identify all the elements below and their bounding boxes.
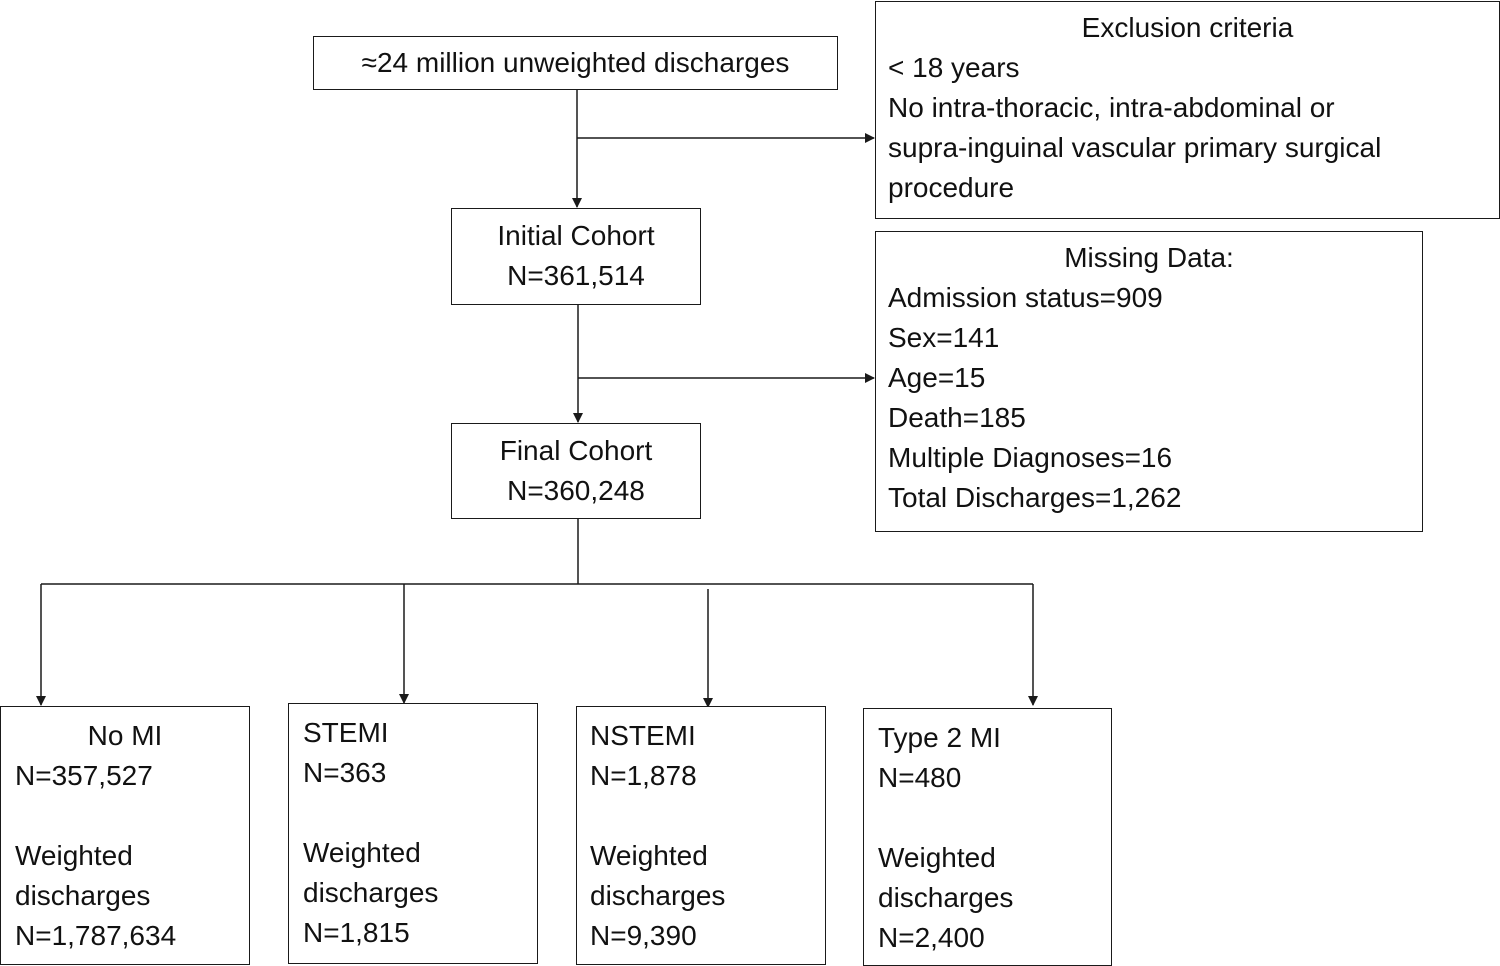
stemi-weighted-label: Weighted xyxy=(303,837,421,868)
top-discharges-label: ≈24 million unweighted discharges xyxy=(361,47,790,78)
exclusion-line: < 18 years xyxy=(888,52,1020,83)
exclusion-criteria-box: Exclusion criteria < 18 years No intra-t… xyxy=(875,1,1500,219)
spacer xyxy=(15,796,249,836)
missing-data-line: Sex=141 xyxy=(888,322,1000,353)
nstemi-title: NSTEMI xyxy=(590,720,696,751)
stemi-n: N=363 xyxy=(303,757,387,788)
final-cohort-n: N=360,248 xyxy=(507,475,645,506)
stemi-title: STEMI xyxy=(303,717,389,748)
type2-mi-box: Type 2 MI N=480 Weighted discharges N=2,… xyxy=(863,708,1112,966)
nstemi-weighted-label: Weighted xyxy=(590,840,708,871)
nstemi-weighted-n: N=9,390 xyxy=(590,920,697,951)
nstemi-box: NSTEMI N=1,878 Weighted discharges N=9,3… xyxy=(576,706,826,965)
type2-mi-n: N=480 xyxy=(878,762,962,793)
nstemi-weighted-label: discharges xyxy=(590,880,726,911)
final-cohort-title: Final Cohort xyxy=(499,435,653,466)
stemi-box: STEMI N=363 Weighted discharges N=1,815 xyxy=(288,703,538,964)
missing-data-line: Total Discharges=1,262 xyxy=(888,482,1182,513)
no-mi-title: No MI xyxy=(87,720,163,751)
missing-data-line: Admission status=909 xyxy=(888,282,1163,313)
exclusion-line: No intra-thoracic, intra-abdominal or xyxy=(888,92,1335,123)
no-mi-weighted-label: Weighted xyxy=(15,840,133,871)
type2-mi-weighted-label: discharges xyxy=(878,882,1014,913)
stemi-weighted-label: discharges xyxy=(303,877,439,908)
initial-cohort-n: N=361,514 xyxy=(507,260,645,291)
initial-cohort-title: Initial Cohort xyxy=(497,220,655,251)
exclusion-line: supra-inguinal vascular primary surgical xyxy=(888,132,1382,163)
spacer xyxy=(590,796,825,836)
missing-data-title: Missing Data: xyxy=(1064,242,1234,273)
nstemi-n: N=1,878 xyxy=(590,760,697,791)
spacer xyxy=(303,793,537,833)
spacer xyxy=(878,798,1111,838)
exclusion-line: procedure xyxy=(888,172,1015,203)
missing-data-line: Age=15 xyxy=(888,362,986,393)
final-cohort-box: Final Cohort N=360,248 xyxy=(451,423,701,519)
type2-mi-weighted-n: N=2,400 xyxy=(878,922,985,953)
missing-data-line: Multiple Diagnoses=16 xyxy=(888,442,1173,473)
no-mi-box: No MI N=357,527 Weighted discharges N=1,… xyxy=(0,706,250,965)
no-mi-weighted-n: N=1,787,634 xyxy=(15,920,177,951)
type2-mi-title: Type 2 MI xyxy=(878,722,1001,753)
initial-cohort-box: Initial Cohort N=361,514 xyxy=(451,208,701,305)
stemi-weighted-n: N=1,815 xyxy=(303,917,410,948)
no-mi-n: N=357,527 xyxy=(15,760,153,791)
top-discharges-box: ≈24 million unweighted discharges xyxy=(313,36,838,90)
exclusion-criteria-title: Exclusion criteria xyxy=(1081,12,1294,43)
missing-data-box: Missing Data: Admission status=909 Sex=1… xyxy=(875,231,1423,532)
type2-mi-weighted-label: Weighted xyxy=(878,842,996,873)
missing-data-line: Death=185 xyxy=(888,402,1026,433)
no-mi-weighted-label: discharges xyxy=(15,880,151,911)
